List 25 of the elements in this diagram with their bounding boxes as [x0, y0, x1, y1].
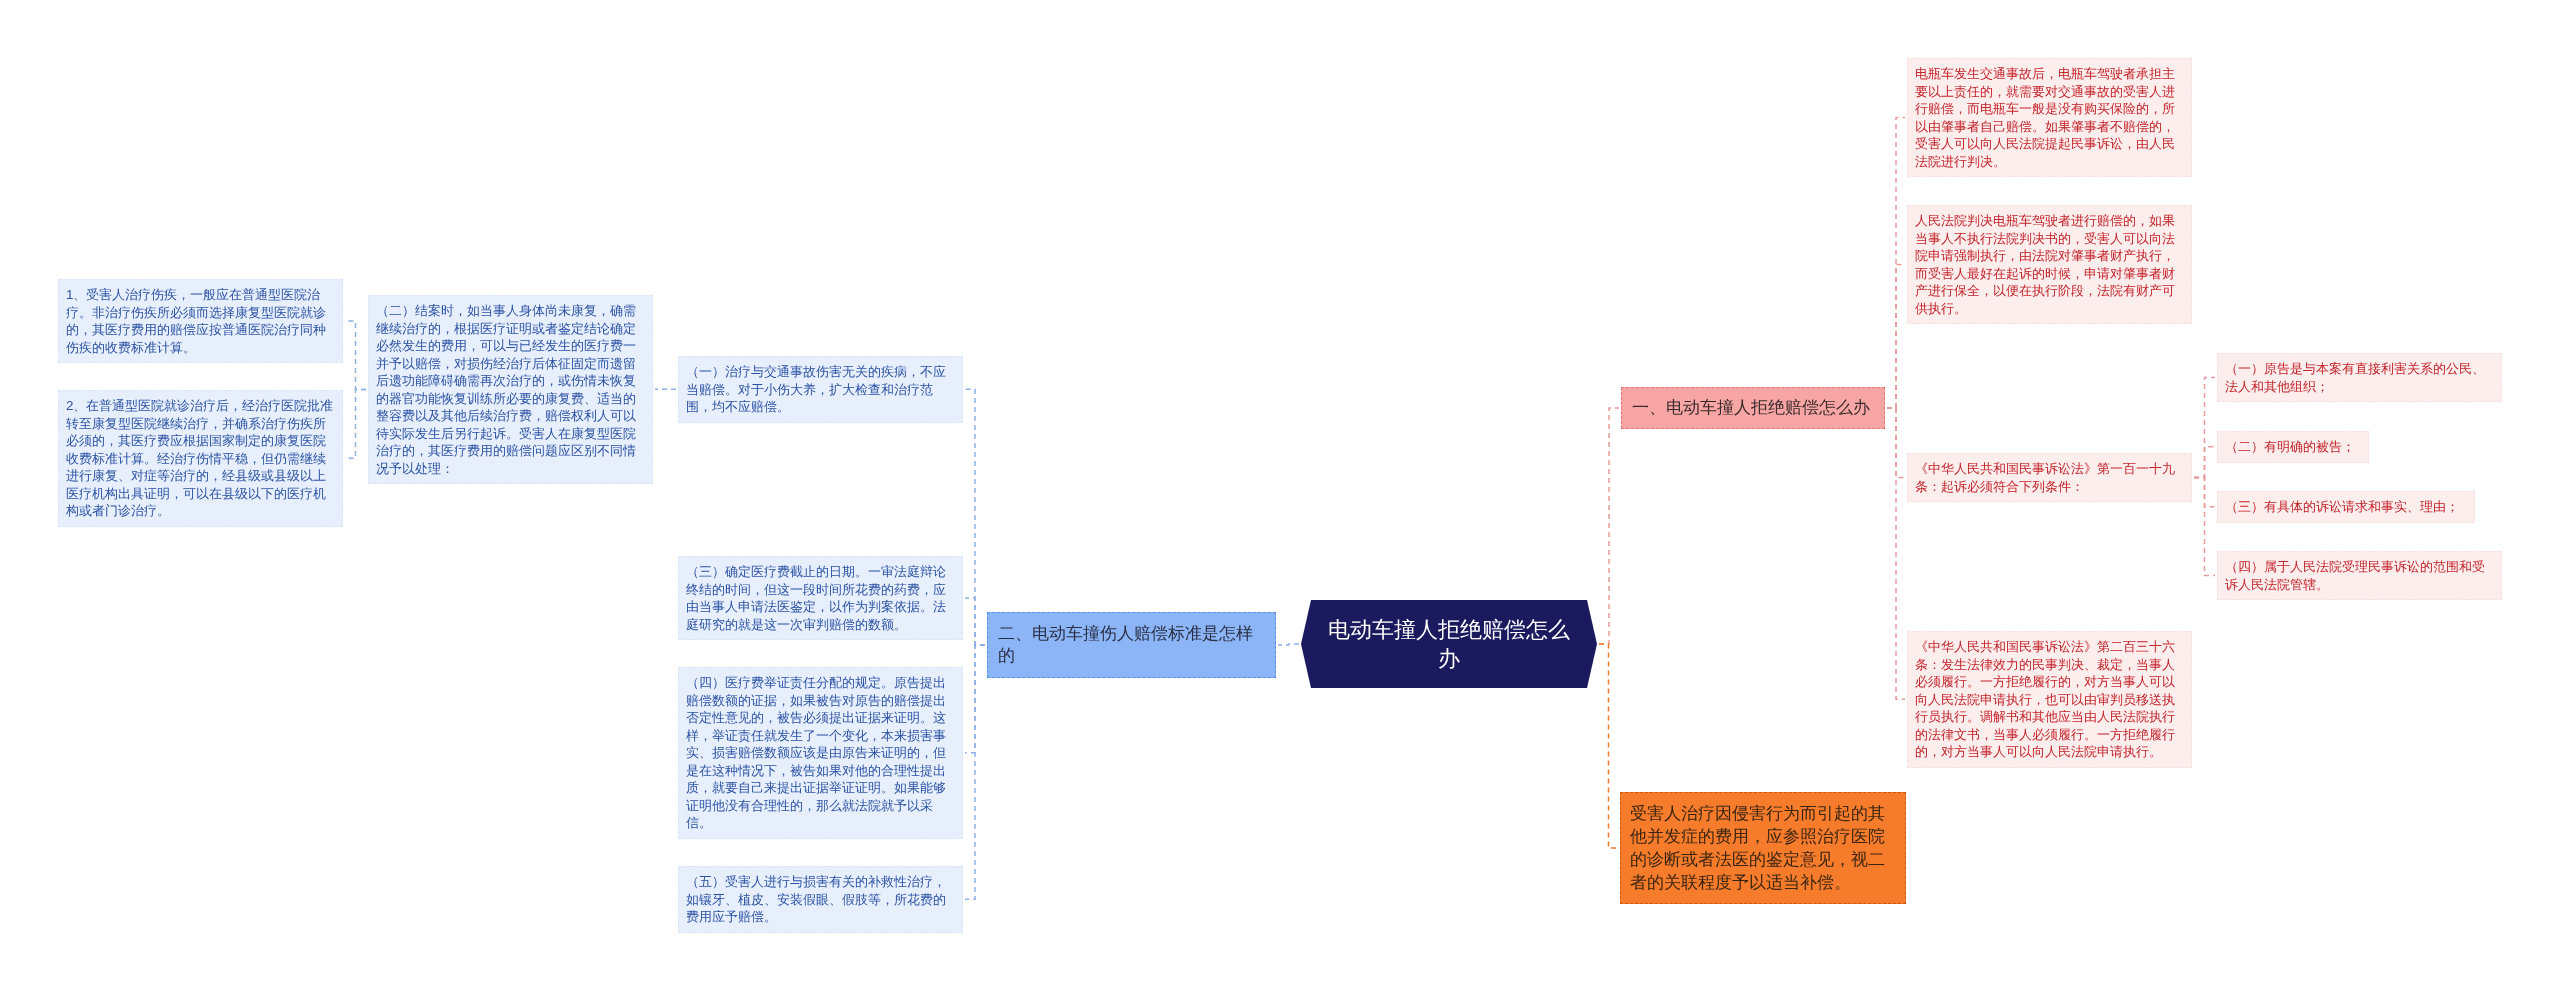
note-box: （五）受害人进行与损害有关的补救性治疗，如镶牙、植皮、安装假眼、假肢等，所花费的费用应予赔偿。: [678, 866, 963, 933]
connector-line: [1277, 643, 1300, 646]
note-box: 人民法院判决电瓶车驾驶者进行赔偿的，如果当事人不执行法院判决书的，受害人可以向法院申请强制执行，由法院对肇事者财产执行，而受害人最好在起诉的时候，申请对肇事者财产进行保全，以便在执行阶段，法院有财产可供执行。: [1907, 205, 2192, 324]
topic-hexagon: 电动车撞人拒绝赔偿怎么办: [1301, 600, 1597, 688]
note-box: （一）治疗与交通事故伤害无关的疾病，不应当赔偿。对于小伤大养，扩大检查和治疗范围，均不应赔偿。: [678, 356, 963, 423]
note-box: 《中华人民共和国民事诉讼法》第二百三十六条：发生法律效力的民事判决、裁定，当事人必须履行。一方拒绝履行的，对方当事人可以向人民法院申请执行，也可以由审判员移送执行员执行。调解书和其他应当由人民法院执行的法律文书，当事人必须履行。一方拒绝履行的，对方当事人可以向人民法院申请执行。: [1907, 631, 2192, 768]
note-box: 电瓶车发生交通事故后，电瓶车驾驶者承担主要以上责任的，就需要对交通事故的受害人进行赔偿，而电瓶车一般是没有购买保险的，所以由肇事者自己赔偿。如果肇事者不赔偿的，受害人可以向人民法院提起民事诉讼，由人民法院进行判决。: [1907, 58, 2192, 177]
note-box: （三）有具体的诉讼请求和事实、理由；: [2217, 491, 2475, 523]
connector-line: [1598, 643, 1619, 849]
note-box: （四）属于人民法院受理民事诉讼的范围和受诉人民法院管辖。: [2217, 551, 2502, 600]
topic-box: 二、电动车撞伤人赔偿标准是怎样的: [987, 612, 1276, 678]
topic-box: 受害人治疗因侵害行为而引起的其他并发症的费用，应参照治疗医院的诊断或者法医的鉴定意见，视二者的关联程度予以适当补偿。: [1620, 792, 1906, 904]
topic-box: 一、电动车撞人拒绝赔偿怎么办: [1621, 387, 1885, 429]
note-box: 2、在普通型医院就诊治疗后，经治疗医院批准转至康复型医院继续治疗，并确系治疗伤疾所必须的，其医疗费应根据国家制定的康复医院收费标准计算。经治疗伤情平稳，但仍需继续进行康复、对症等治疗的，经县级或县级以上医疗机构出具证明，可以在县级以下的医疗机构或者门诊治疗。: [58, 390, 343, 527]
note-box: （四）医疗费举证责任分配的规定。原告提出赔偿数额的证据，如果被告对原告的赔偿提出否定性意见的，被告必须提出证据来证明。这样，举证责任就发生了一个变化，本来损害事实、损害赔偿数额应该是由原告来证明的，但是在这种情况下，被告如果对他的合理性提出质，就要自己来提出证据举证证明。如果能够证明他没有合理性的，那么就法院就予以采信。: [678, 667, 963, 839]
note-box: （二）有明确的被告；: [2217, 431, 2369, 463]
connector-line: [2193, 476, 2216, 577]
connector-line: [654, 388, 677, 390]
connector-line: [964, 644, 986, 900]
note-box: （一）原告是与本案有直接利害关系的公民、法人和其他组织；: [2217, 353, 2502, 402]
note-box: 《中华人民共和国民事诉讼法》第一百一十九条：起诉必须符合下列条件：: [1907, 453, 2192, 502]
note-box: （二）结案时，如当事人身体尚未康复，确需继续治疗的，根据医疗证明或者鉴定结论确定必然发生的费用，可以与已经发生的医疗费一并予以赔偿，对损伤经治疗后体征固定而遗留后遗功能障碍确需再次治疗的，或伤情未恢复的器官功能恢复训练所必要的康复费、适当的整容费以及其他后续治疗费，赔偿权利人可以待实际发生后另行起诉。受害人在康复型医院治疗的，其医疗费用的赔偿问题应区别不同情况予以处理：: [368, 295, 653, 484]
note-box: （三）确定医疗费截止的日期。一审法庭辩论终结的时间，但这一段时间所花费的药费，应由当事人申请法医鉴定，以作为判案依据。法庭研究的就是这一次审判赔偿的数额。: [678, 556, 963, 640]
note-box: 1、受害人治疗伤疾，一般应在普通型医院治疗。非治疗伤疾所必须而选择康复型医院就诊的，其医疗费用的赔偿应按普通医院治疗同种伤疾的收费标准计算。: [58, 279, 343, 363]
connector-line: [1886, 407, 1906, 700]
